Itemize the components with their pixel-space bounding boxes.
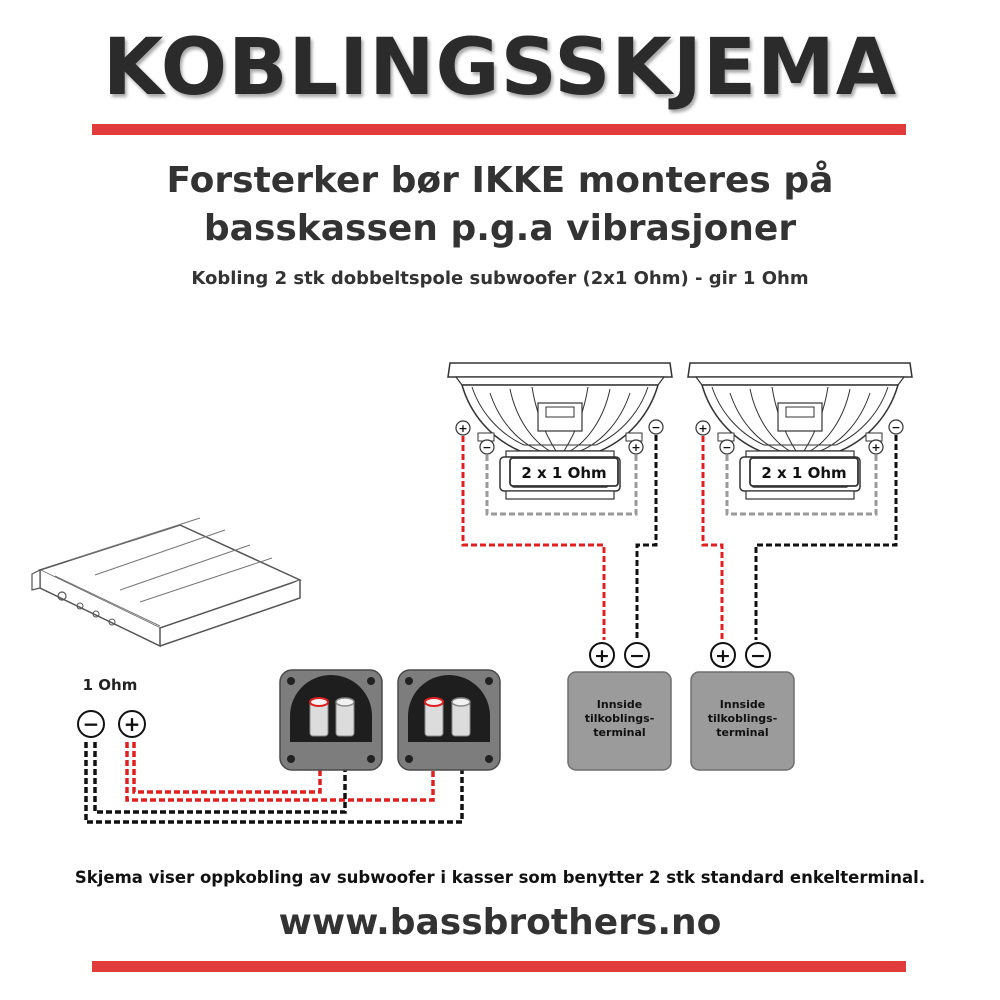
plus-symbol: +	[594, 645, 610, 667]
minus-symbol: −	[750, 645, 766, 667]
inside-terminal-1-label-line-2: tilkoblings-	[585, 712, 655, 725]
page-title: KOBLINGSSKJEMA	[102, 23, 898, 113]
amplifier-plus-terminal: +	[118, 710, 146, 738]
svg-text:+: +	[458, 422, 467, 435]
inside-terminal-1-plus: +	[589, 642, 615, 668]
subwoofer-2-negative-wire	[754, 435, 898, 640]
terminal-cup-1	[279, 669, 383, 771]
subwoofer-2-plus-inner: +	[868, 439, 884, 455]
amplifier-minus-terminal: −	[77, 710, 105, 738]
subwoofer-1-minus-inner: −	[479, 439, 495, 455]
minus-symbol: −	[629, 645, 645, 667]
svg-text:+: +	[631, 441, 640, 454]
subwoofer-1-coil-jumper	[485, 455, 638, 516]
subwoofer-1-positive-wire	[461, 436, 606, 640]
subwoofer-1-plus-inner: +	[628, 439, 644, 455]
negative-wire-to-terminal-1	[93, 738, 347, 814]
inside-terminal-1-label-line-1: Innside	[597, 698, 642, 711]
svg-text:−: −	[651, 421, 660, 434]
svg-text:+: +	[871, 441, 880, 454]
website-link[interactable]: www.bassbrothers.no	[278, 902, 722, 943]
amplifier-impedance-label: 1 Ohm	[83, 676, 138, 694]
inside-terminal-2-label-line-2: tilkoblings-	[708, 712, 778, 725]
footer-note: Skjema viser oppkobling av subwoofer i k…	[74, 868, 926, 887]
svg-text:+: +	[698, 422, 707, 435]
svg-text:−: −	[722, 441, 731, 454]
inside-terminal-1: + − Innside tilkoblings- terminal	[567, 642, 672, 771]
minus-symbol: −	[83, 712, 100, 736]
subwoofer-2-positive-wire	[701, 436, 724, 640]
inside-terminal-2-label-line-1: Innside	[720, 698, 765, 711]
subwoofer-2-minus-outer: −	[888, 419, 904, 435]
negative-wire-to-terminal-2	[84, 738, 464, 824]
subwoofer-2-minus-inner: −	[719, 439, 735, 455]
subwoofer-1-negative-wire	[635, 435, 658, 640]
subwoofer-2: 2 x 1 Ohm + − + −	[687, 362, 913, 500]
inside-terminal-2-label-line-3: terminal	[716, 726, 768, 739]
plus-symbol: +	[715, 645, 731, 667]
subwoofer-2-coil-jumper	[725, 455, 878, 516]
subwoofer-1-coil-label: 2 x 1 Ohm	[521, 464, 606, 482]
inside-terminal-2-plus: +	[710, 642, 736, 668]
diagram-caption: Kobling 2 stk dobbeltspole subwoofer (2x…	[191, 268, 809, 289]
plus-symbol: +	[124, 712, 141, 736]
subwoofer-1-plus-outer: +	[455, 420, 471, 436]
subtitle-line-1: Forsterker bør IKKE monteres på	[166, 160, 834, 201]
subwoofer-2-plus-outer: +	[695, 420, 711, 436]
inside-terminal-1-minus: −	[624, 642, 650, 668]
svg-text:−: −	[891, 421, 900, 434]
inside-terminal-2-minus: −	[745, 642, 771, 668]
subtitle-line-2: basskassen p.g.a vibrasjoner	[203, 208, 797, 249]
amplifier-drawing	[31, 517, 303, 648]
subwoofer-1-minus-outer: −	[648, 419, 664, 435]
inside-terminal-1-label-line-3: terminal	[593, 726, 645, 739]
subwoofer-1: 2 x 1 Ohm + − + −	[447, 362, 673, 500]
svg-text:−: −	[482, 441, 491, 454]
terminal-cup-2	[397, 669, 501, 771]
top-divider	[92, 124, 906, 135]
subwoofer-2-coil-label: 2 x 1 Ohm	[761, 464, 846, 482]
inside-terminal-2: + − Innside tilkoblings- terminal	[690, 642, 795, 771]
bottom-divider	[92, 961, 906, 972]
positive-wire-to-terminal-2	[125, 738, 435, 802]
